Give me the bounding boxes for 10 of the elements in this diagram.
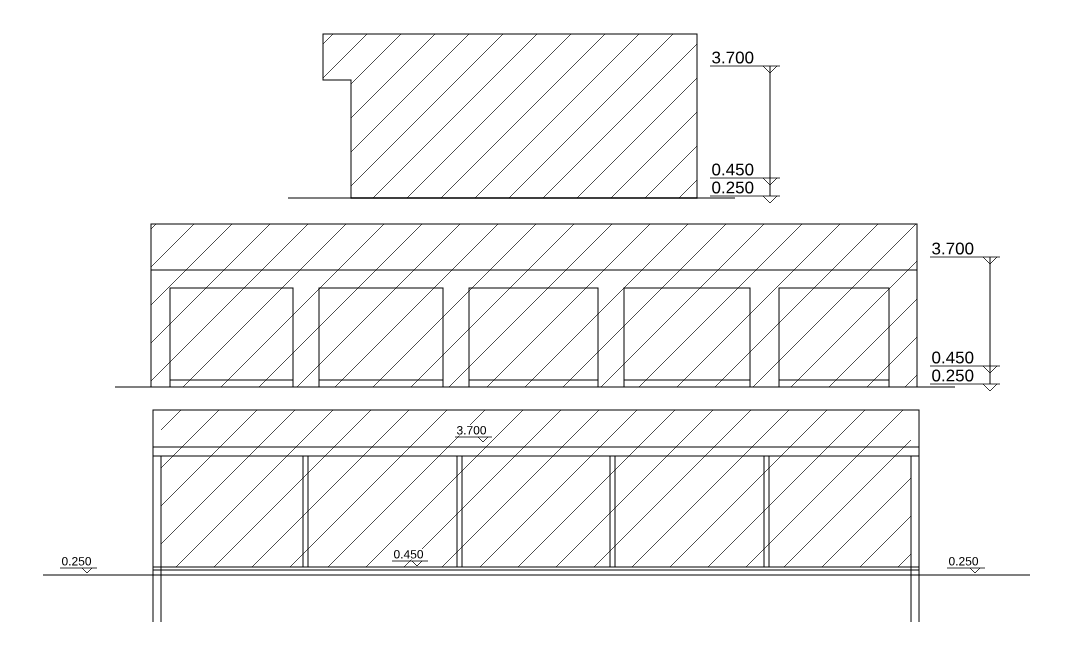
level-label: 3.700 [930, 241, 976, 256]
level-label: 0.250 [60, 556, 93, 567]
level-label: 3.700 [455, 425, 488, 436]
level-label: 0.250 [930, 368, 976, 383]
level-label: 3.700 [710, 50, 756, 65]
level-label: 0.450 [710, 162, 756, 177]
level-label: 0.250 [710, 180, 756, 195]
level-label: 0.450 [392, 549, 425, 560]
level-label: 0.250 [947, 556, 980, 567]
level-label: 0.450 [930, 350, 976, 365]
